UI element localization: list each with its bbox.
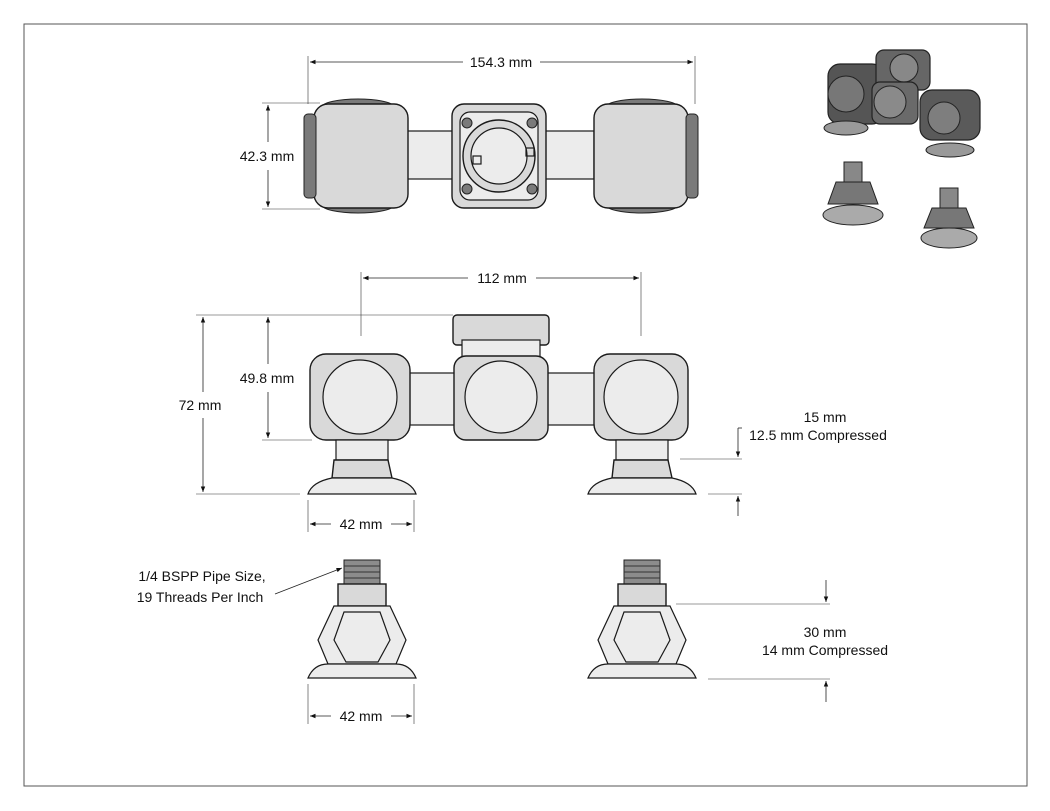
top-width-dimension: 154.3 mm xyxy=(470,54,532,70)
top-view: 154.3 mm 42.3 mm xyxy=(240,54,699,214)
front-stroke-dimension: 15 mm xyxy=(804,409,847,425)
front-body-height-dimension: 49.8 mm xyxy=(240,370,294,386)
detail-cup-width-dimension: 42 mm xyxy=(340,708,383,724)
front-spacing-dimension: 112 mm xyxy=(477,270,527,286)
front-total-height-dimension: 72 mm xyxy=(179,397,222,413)
thread-label-line2: 19 Threads Per Inch xyxy=(137,589,264,605)
front-cup-width-dimension: 42 mm xyxy=(340,516,383,532)
front-view: 112 mm 49.8 mm 72 mm 42 mm 15 mm 12.5 mm… xyxy=(179,270,887,532)
front-stroke-compressed-dimension: 12.5 mm Compressed xyxy=(749,427,887,443)
detail-height-compressed-dimension: 14 mm Compressed xyxy=(762,642,888,658)
thread-label-line1: 1/4 BSPP Pipe Size, xyxy=(138,568,265,584)
isometric-preview xyxy=(822,49,981,249)
detail-height-dimension: 30 mm xyxy=(804,624,847,640)
cup-detail: 1/4 BSPP Pipe Size, 19 Threads Per Inch … xyxy=(137,559,888,724)
top-height-dimension: 42.3 mm xyxy=(240,148,294,164)
sheet-border xyxy=(23,23,1028,787)
